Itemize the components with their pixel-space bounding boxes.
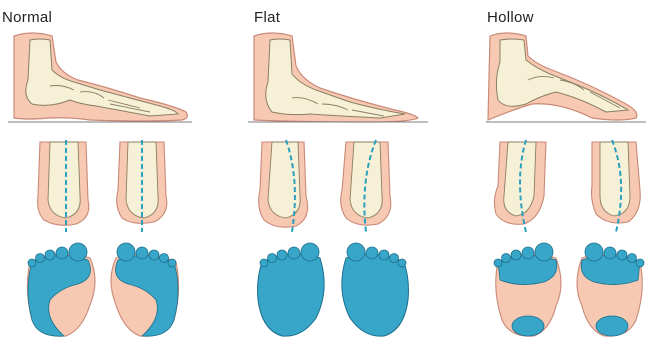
side-foot-normal-icon	[8, 33, 192, 122]
side-foot-flat-icon	[248, 33, 428, 122]
footprint-normal-icon	[27, 243, 178, 336]
footprint-hollow-icon	[494, 243, 644, 336]
rear-foot-normal-icon	[38, 140, 167, 232]
rear-foot-flat-icon	[259, 140, 391, 232]
footprint-flat-icon	[258, 243, 409, 336]
side-foot-hollow-icon	[486, 33, 646, 122]
rear-foot-hollow-icon	[494, 140, 640, 232]
